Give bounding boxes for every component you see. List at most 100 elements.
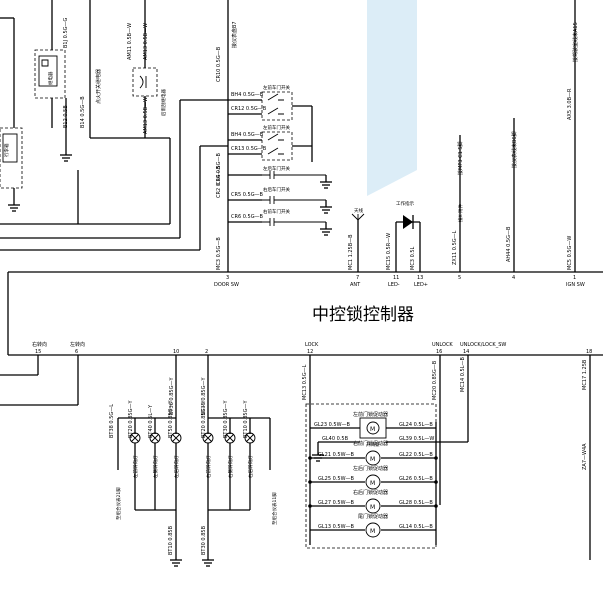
bottom-note-11: 至组合仪表11脚 xyxy=(271,492,278,525)
wire-label-bt36: BT36 0.85G—Y xyxy=(169,377,175,415)
pin-num-11: 11 xyxy=(393,275,399,281)
left-region: 行李箱 继电器 点火开关继电器 B1J 0.5G—G B12 0.5B B14 … xyxy=(0,0,170,225)
wire-label-bt10b: BT10 0.85G—Y xyxy=(243,400,249,438)
wire-label-mc17: MC17 1.25B xyxy=(582,359,588,390)
door-switch-label-2: 左前车门开关 xyxy=(263,124,290,131)
motor-icon xyxy=(365,474,381,490)
wire-label-cr6: CR6 0.5G—B xyxy=(231,214,264,220)
motor-icon xyxy=(366,421,380,435)
door-switch-3: CR4 0.5G—B 左后车门开关 xyxy=(216,152,332,189)
wire-label-mc13: MC13 0.5G—L xyxy=(302,364,308,400)
top-note-instrument-b6: 接仪表线束B6脚 xyxy=(511,131,518,168)
actuator-left-front: 左前门锁促动器 M GL23 0.5W—B GL24 0.5L—B GL40 0… xyxy=(310,411,436,462)
door-switch-stack: 接仪表盘B7 CR10 0.5G—B BH4 0.5G—B CR12 0.5G—… xyxy=(216,0,332,272)
wire-label-bt20a: BT20 0.85G—Y xyxy=(128,400,134,438)
wire-label-ax5: AX5 3.0B—R xyxy=(567,88,573,120)
ground-symbol xyxy=(8,204,20,212)
wire-label-mc3: MC3 0.5G—B xyxy=(216,237,222,270)
pin-num-18: 18 xyxy=(586,349,592,355)
wire-label-bt38: BT38 0.5G—L xyxy=(109,404,115,438)
wire-label-gl26: GL26 0.5L—B xyxy=(399,476,433,482)
actuator-label-lf: 左前门锁促动器 xyxy=(353,411,388,418)
svg-text:M: M xyxy=(370,504,375,511)
wire-label-am13: AM13 0.5B—W xyxy=(143,23,149,60)
wire-label-cr2: CR2 0.5G—B xyxy=(216,165,222,198)
wire-label-cr4: CR4 0.5G—B xyxy=(216,152,222,185)
motor-icon xyxy=(365,450,381,466)
motor-icon xyxy=(365,498,381,514)
motor-icon xyxy=(365,522,381,538)
wire-label-zx11: ZX11 0.5G—L xyxy=(452,230,458,265)
door-switch-4: CR2 0.5G—B CR5 0.5G—B 右后车门开关 xyxy=(216,165,332,214)
pin-num-10: 10 xyxy=(173,349,179,355)
wire-label-mc3l: MC3 0.5L xyxy=(410,246,416,270)
actuator-label-rf: 右前门锁促动器 xyxy=(353,440,388,447)
wire-label-bh4-2: BH4 0.5G—B xyxy=(231,132,264,138)
ground-symbol xyxy=(320,181,332,189)
pin-label-led-minus: LED- xyxy=(388,282,400,288)
door-switch-label-1: 左前车门开关 xyxy=(263,84,290,91)
left-clip-label: 行李箱 xyxy=(3,143,10,157)
lamp-group-left: BT36 0.85G—Y BT38 0.5G—L BT20 0.85G—Y BT… xyxy=(109,355,182,567)
ground-symbol xyxy=(320,228,332,236)
lock-sub-label: 开闭锁 xyxy=(366,441,380,448)
pin-num-3: 3 xyxy=(226,275,229,281)
ground-symbol xyxy=(320,206,332,214)
wire-label-bt30: BT30 0.85G—Y xyxy=(223,400,229,438)
top-note-acc: 接X 附件 xyxy=(457,203,464,222)
top-note-cab: 接驾驶室线束A15 xyxy=(572,22,579,62)
pin-label-lock: LOCK xyxy=(305,342,319,348)
actuator-label-lr: 左后门锁促动器 xyxy=(353,465,388,472)
ground-symbol xyxy=(170,559,182,567)
pin-num-7: 7 xyxy=(356,275,359,281)
pin-label-led-plus: LED+ xyxy=(414,282,428,288)
pin-label-ant: ANT xyxy=(350,282,361,288)
svg-text:M: M xyxy=(370,528,375,535)
top-note-instrument: 接仪表盘B7 xyxy=(231,21,238,48)
pin-num-16: 16 xyxy=(436,349,442,355)
actuator-label-rr: 右后门锁促动器 xyxy=(353,489,388,496)
wire-label-gl25: GL25 0.5W—B xyxy=(318,476,355,482)
pin-num-1: 1 xyxy=(573,275,576,281)
pin-num-4: 4 xyxy=(512,275,515,281)
antenna-label: 天线 xyxy=(354,207,363,214)
wire-label-gl39: GL39 0.5L—W xyxy=(399,436,434,442)
ground-symbol xyxy=(202,559,214,567)
wire-label-mc1: MC1 1.25B—B xyxy=(348,234,354,270)
relay-inner-label: 继电器 xyxy=(47,71,54,85)
rear-wiper-relay xyxy=(132,67,158,97)
pin-num-5: 5 xyxy=(458,275,461,281)
wire-label-cr12: CR12 0.5G—B xyxy=(231,106,267,112)
actuator-right-front: 右前门锁促动器 M GL21 0.5W—B GL22 0.5L—B xyxy=(310,440,436,466)
pin-num-14: 14 xyxy=(463,349,469,355)
wire-label-gl40: GL40 0.5B xyxy=(322,436,349,442)
left-bottom-wires xyxy=(0,355,79,406)
wire-label-gl27: GL27 0.5W—B xyxy=(318,500,355,506)
wire-label-mc15: MC15 0.5R—W xyxy=(386,233,392,270)
bottom-note-21: 至组合仪表21脚 xyxy=(115,487,122,520)
wire-label-ah44: AH44 0.5G—B xyxy=(506,226,512,262)
wire-label-mc20: MC20 0.85G—B xyxy=(432,360,438,400)
antenna-group: 天线 MC1 1.25B—B xyxy=(348,207,365,272)
controller-box: 中控锁控制器 3 DOOR SW 7 ANT 11 LED- 13 LED+ 5… xyxy=(7,271,603,356)
led-label: 工作指示 xyxy=(396,200,414,207)
pin-num-15: 15 xyxy=(35,349,41,355)
pin-label-unlock-lock-sw: UNLOCK/LOCK_SW xyxy=(460,342,506,348)
led-group: 工作指示 MC15 0.5R—W MC3 0.5L xyxy=(386,200,421,272)
ground-symbol xyxy=(60,154,72,162)
right-far-wire: MC17 1.25B ZA7—W4A xyxy=(582,355,591,560)
wire-label-bt30-85b: BT30 0.85B xyxy=(201,525,207,555)
wire-label-cr13: CR13 0.5G—B xyxy=(231,146,267,152)
door-switch-2: BH4 0.5G—B CR13 0.5G—B 左前车门开关 xyxy=(228,106,313,162)
ignition-relay xyxy=(34,49,66,99)
actuator-label-tail: 尾门锁促动器 xyxy=(358,513,388,520)
wire-label-bt50: BT50 0.85G—Y xyxy=(168,400,174,438)
wire-label-b14: B14 0.5G—B xyxy=(80,96,86,128)
wire-label-gl14: GL14 0.5L—B xyxy=(399,524,433,530)
door-switch-label-5: 右前车门开关 xyxy=(263,208,290,215)
wire-label-cr10: CR10 0.5G—B xyxy=(216,46,222,82)
bus-lines xyxy=(0,99,228,251)
wire-label-am13b: AM13 0.5B—W xyxy=(143,97,149,134)
highlight-band xyxy=(367,0,417,196)
